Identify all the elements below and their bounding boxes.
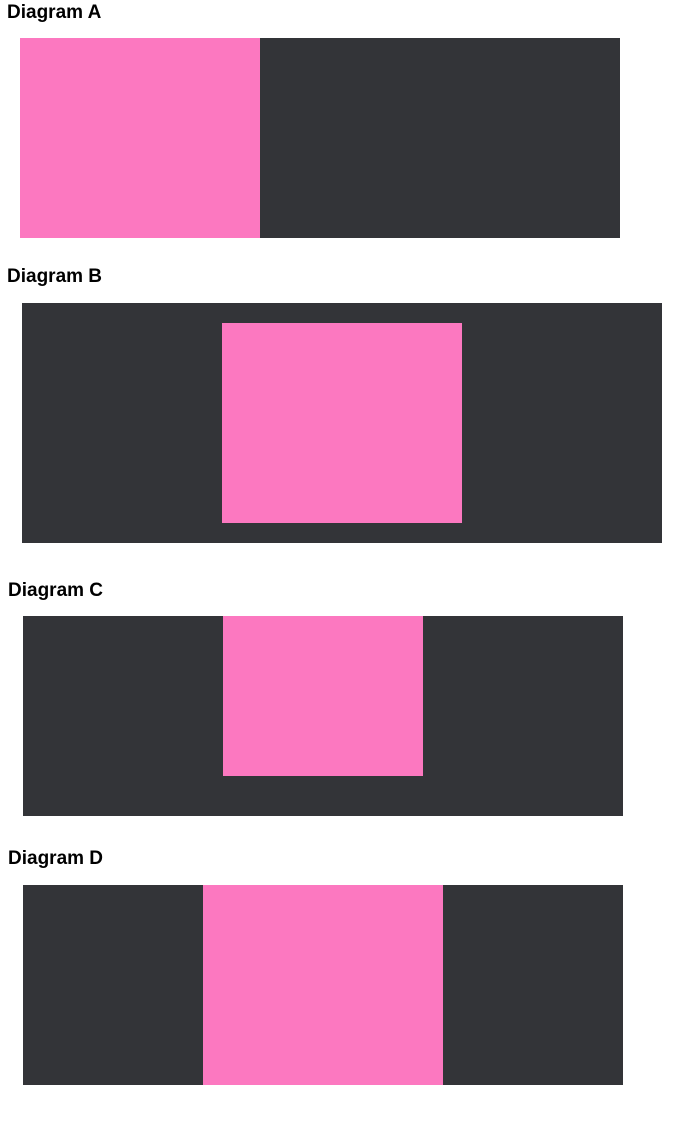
diagram-c-pink-block [223,616,423,776]
diagram-d-pink-block [203,885,443,1085]
diagram-a-panel [20,38,620,238]
diagram-c-panel [23,616,623,816]
diagram-a-title: Diagram A [7,2,102,23]
diagram-c-title: Diagram C [8,580,104,601]
diagram-d-title: Diagram D [8,848,104,869]
diagram-a-pink-block [20,38,260,238]
diagram-b-title: Diagram B [7,266,103,287]
diagram-d-panel [23,885,623,1085]
diagram-b-pink-block [222,323,462,523]
diagram-b-panel [22,303,662,543]
